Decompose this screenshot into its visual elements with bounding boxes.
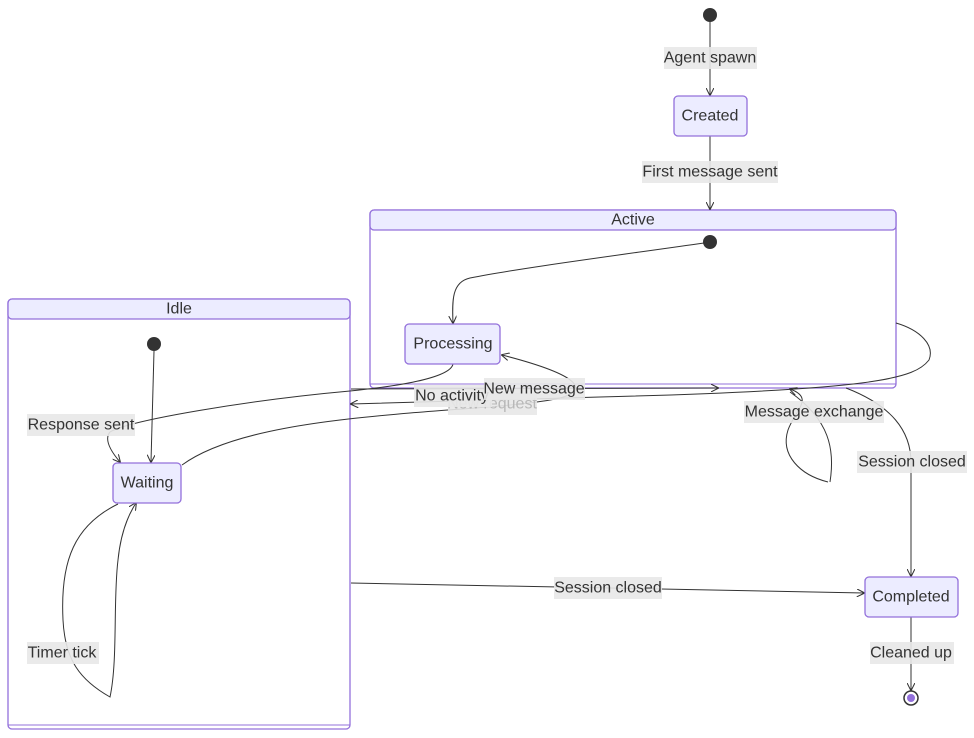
edge-message-exchange [785,389,829,483]
state-created: Created [673,95,748,137]
label-session-closed-idle: Session closed [554,577,662,599]
edge-timer-tick [62,503,136,698]
svg-text:Response sent: Response sent [28,417,135,434]
label-first-message-sent: First message sent [642,161,778,183]
svg-text:Session closed: Session closed [858,454,966,471]
start-node [703,8,717,22]
state-waiting-label: Waiting [121,475,174,492]
edge-idle-init [151,350,154,462]
state-created-label: Created [682,108,739,125]
svg-text:Agent spawn: Agent spawn [664,50,757,67]
label-agent-spawn: Agent spawn [664,47,757,69]
edge-message-exchange-loop [789,391,833,483]
state-completed-label: Completed [872,589,949,606]
svg-text:Message exchange: Message exchange [745,404,884,421]
svg-text:New message: New message [483,381,584,398]
idle-start-node [147,337,161,351]
svg-text:First message sent: First message sent [642,164,778,181]
composite-active: Active [369,209,897,389]
label-timer-tick: Timer tick [27,642,99,664]
state-processing-label: Processing [413,336,492,353]
label-cleaned-up: Cleaned up [870,642,954,664]
label-session-closed-active: Session closed [857,451,967,473]
composite-idle: Idle [7,298,351,730]
edge-active-init [453,242,705,323]
state-waiting: Waiting [112,462,182,504]
active-start-node [703,235,717,249]
label-response-sent: Response sent [27,414,135,436]
edge-response-sent [107,363,454,462]
svg-text:Timer tick: Timer tick [28,645,98,662]
label-no-activity: No activity [414,385,492,407]
label-new-message: New message [483,378,585,400]
end-node [903,690,919,706]
composite-active-title: Active [611,212,655,229]
label-message-exchange: Message exchange [744,401,884,423]
svg-text:Cleaned up: Cleaned up [870,645,952,662]
state-processing: Processing [404,323,501,365]
svg-text:No activity: No activity [415,388,489,405]
state-completed: Completed [864,576,959,618]
svg-text:Session closed: Session closed [554,580,662,597]
composite-idle-title: Idle [166,301,192,318]
